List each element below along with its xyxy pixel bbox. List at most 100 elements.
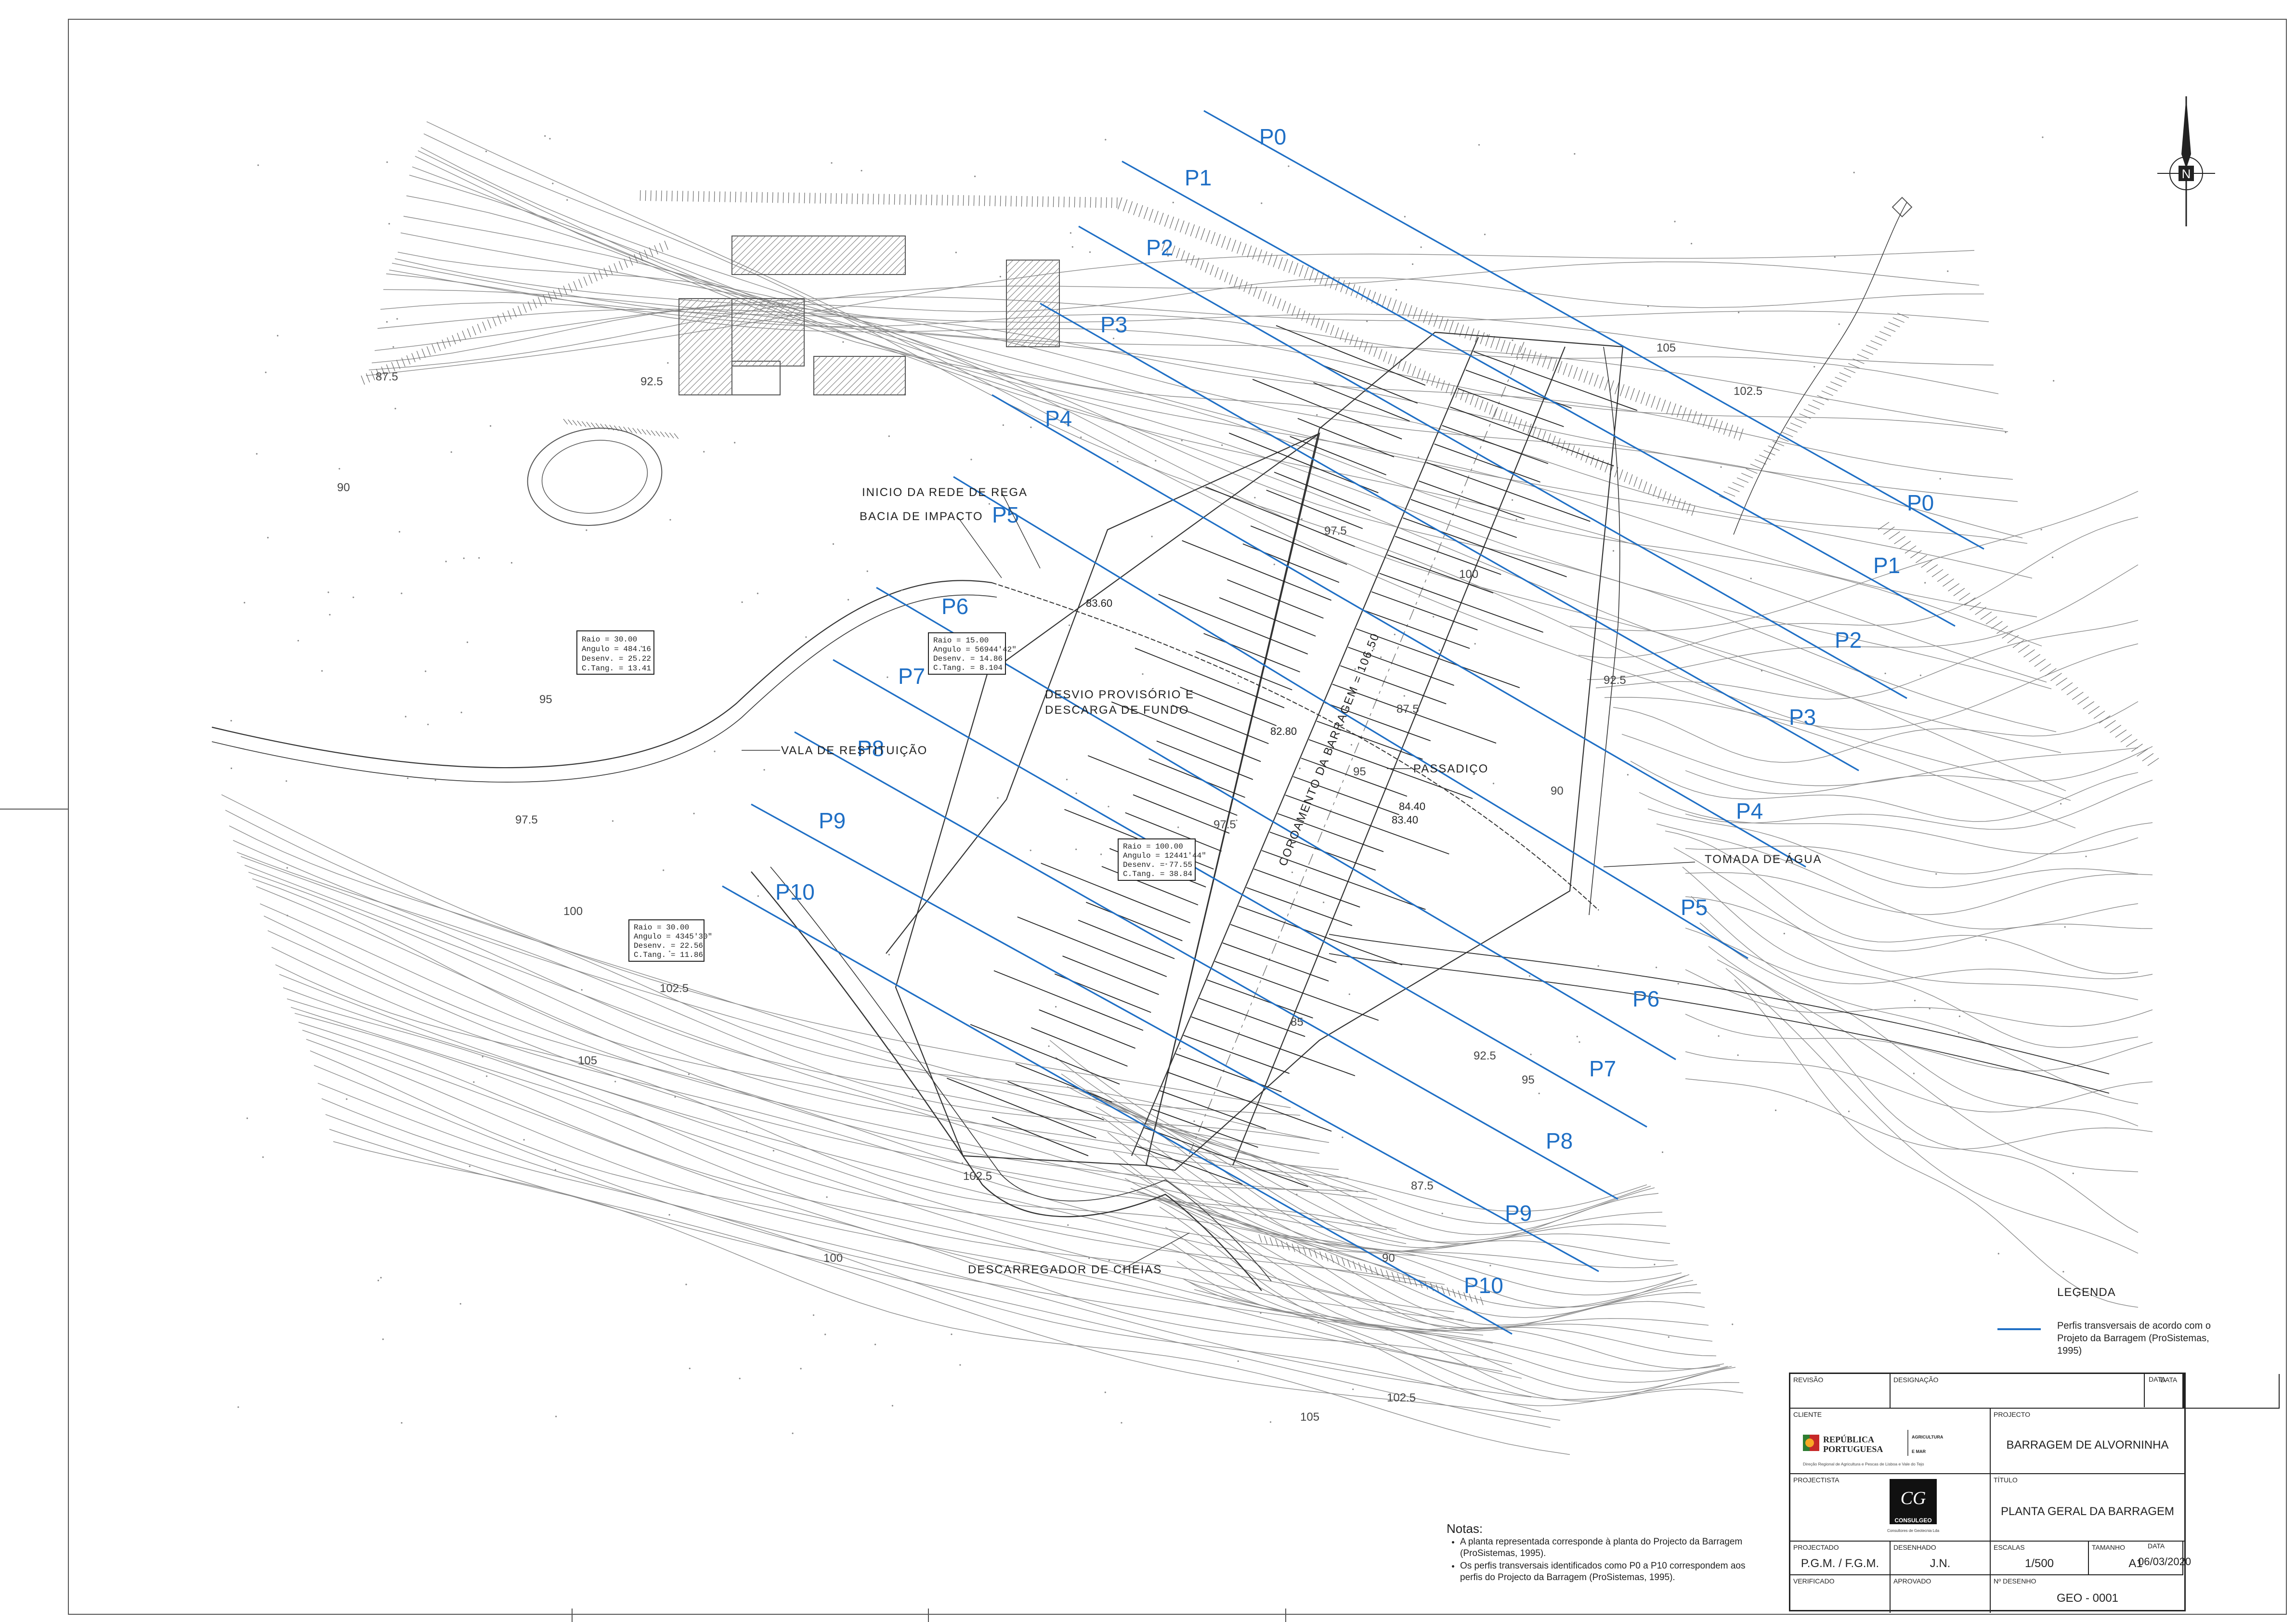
label-descarga-fundo: DESCARGA DE FUNDO xyxy=(1045,704,1189,717)
building-1 xyxy=(731,235,906,275)
north-label: N xyxy=(2182,167,2191,181)
svg-text:Raio = 30.00: Raio = 30.00 xyxy=(634,923,689,932)
tb-revisao-label: REVISÃO xyxy=(1793,1376,1824,1384)
contour-label: 102.5 xyxy=(660,982,689,995)
profile-line-p0 xyxy=(1203,110,1984,550)
building-hatch xyxy=(678,235,1060,395)
svg-text:C.Tang. = 38.84: C.Tang. = 38.84 xyxy=(1123,870,1192,878)
curve-table-1: Raio = 30.00 Angulo = 484.16 Desenv. = 2… xyxy=(576,630,654,675)
dam-outline xyxy=(1145,331,1624,1171)
tb-data-col: DATA xyxy=(2144,1373,2186,1407)
tb-desenhado: DESENHADO J.N. xyxy=(1891,1542,1991,1575)
svg-text:C.Tang. = 8.104: C.Tang. = 8.104 xyxy=(933,664,1003,672)
tb-titulo: TÍTULO PLANTA GERAL DA BARRAGEM xyxy=(1991,1474,2184,1542)
dam-body xyxy=(886,331,1624,1171)
svg-text:Desenv. = 25.22: Desenv. = 25.22 xyxy=(582,654,651,663)
spot-a: 83.60 xyxy=(1086,597,1112,609)
curve-table-3: Raio = 100.00 Angulo = 12441'44" Desenv.… xyxy=(1118,838,1206,881)
reservoir-ring xyxy=(527,428,663,526)
tb-tamanho-label: TAMANHO xyxy=(2092,1544,2125,1551)
note-item: Os perfis transversais identificados com… xyxy=(1460,1560,1755,1583)
contour-label: 90 xyxy=(1551,785,1564,798)
svg-text:Raio = 100.00: Raio = 100.00 xyxy=(1123,842,1183,851)
tb-data2-value: 06/03/2020 xyxy=(2138,1556,2192,1568)
profile-label-start-p0: P0 xyxy=(1259,124,1286,149)
profile-label-end-p5: P5 xyxy=(1681,895,1708,920)
service-road xyxy=(991,582,1599,911)
label-passadico: PASSADIÇO xyxy=(1413,762,1488,775)
tb-titulo-label: TÍTULO xyxy=(1994,1476,2018,1484)
profile-line-p2 xyxy=(1078,225,1907,699)
profile-label-end-p2: P2 xyxy=(1835,628,1862,653)
consulgeo-logo: CG CONSULGEO Consultores de Geotecnia Ld… xyxy=(1887,1479,1940,1533)
profile-line-p3 xyxy=(1040,302,1859,772)
profile-label-start-p8: P8 xyxy=(857,736,884,761)
tb-projectado-value: P.G.M. / F.G.M. xyxy=(1800,1557,1879,1570)
tb-projectista: PROJECTISTA CG CONSULGEO Consultores de … xyxy=(1790,1474,1991,1542)
contour-label: 87.5 xyxy=(376,370,398,383)
legend: LEGENDA Perfis transversais de acordo co… xyxy=(1997,1286,2224,1363)
svg-text:Raio = 15.00: Raio = 15.00 xyxy=(933,636,989,645)
profile-lines: P0P0P1P1P2P2P3P3P4P4P5P5P6P6P7P7P8P8P9P9… xyxy=(722,110,1984,1335)
notes: Notas: A planta representada corresponde… xyxy=(1447,1522,1755,1584)
spot-c: 83.40 xyxy=(1392,814,1418,826)
profile-label-end-p4: P4 xyxy=(1736,798,1763,824)
tb-projectado-label: PROJECTADO xyxy=(1793,1544,1839,1551)
tb-divider xyxy=(2182,1374,2184,1409)
tb-tamanho-value: A1 xyxy=(2128,1557,2143,1570)
contour-label: 87.5 xyxy=(1396,703,1419,716)
label-tomada-agua: TOMADA DE ÁGUA xyxy=(1705,853,1822,866)
svg-text:CG: CG xyxy=(1901,1488,1926,1508)
spot-b: 84.40 xyxy=(1399,800,1425,812)
contour-label: 85 xyxy=(1291,1016,1304,1029)
tb-projecto-label: PROJECTO xyxy=(1994,1411,2030,1418)
tb-desenhado-value: J.N. xyxy=(1930,1557,1951,1570)
profile-label-end-p8: P8 xyxy=(1546,1128,1573,1153)
contour-label: 102.5 xyxy=(1734,385,1762,398)
tb-data-label: DATA xyxy=(2160,1376,2178,1384)
profile-label-end-p6: P6 xyxy=(1632,986,1659,1011)
profile-line-p10 xyxy=(722,885,1513,1335)
profile-line-p9 xyxy=(751,803,1599,1272)
tb-tamanho: TAMANHO A1 xyxy=(2089,1542,2183,1575)
contour-label: 90 xyxy=(337,481,350,494)
contour-label: 97.5 xyxy=(515,813,538,826)
contour-label: 102.5 xyxy=(1387,1391,1416,1404)
tb-projectista-label: PROJECTISTA xyxy=(1793,1476,1839,1484)
title-block: REVISÃO DESIGNAÇÃO DATA CLIENTE REPÚBLIC… xyxy=(1789,1373,2280,1613)
svg-text:Consultores de Geotecnia Lda: Consultores de Geotecnia Lda xyxy=(1887,1529,1940,1533)
notes-list: A planta representada corresponde à plan… xyxy=(1447,1536,1755,1583)
contour-label: 87.5 xyxy=(1411,1179,1434,1192)
svg-text:Desenv. = 22.56: Desenv. = 22.56 xyxy=(634,942,703,950)
building-4 xyxy=(731,361,781,395)
svg-text:Angulo = 56944'42": Angulo = 56944'42" xyxy=(933,645,1017,654)
contour-label: 100 xyxy=(1459,568,1478,581)
contour-label: 105 xyxy=(578,1054,597,1067)
label-inicio-rede-rega: INICIO DA REDE DE REGA xyxy=(862,486,1028,499)
reservoir-ring-inner xyxy=(541,440,648,514)
svg-text:Direção Regional de Agricultur: Direção Regional de Agricultura e Pescas… xyxy=(1803,1462,1924,1466)
access-road-2 xyxy=(1329,953,2110,1094)
tb-cliente-label: CLIENTE xyxy=(1793,1411,1822,1418)
note-item: A planta representada corresponde à plan… xyxy=(1460,1536,1755,1559)
contour-label: 92.5 xyxy=(640,375,663,388)
tb-data-holder: DATA xyxy=(2160,1374,2186,1409)
tb-titulo-value: PLANTA GERAL DA BARRAGEM xyxy=(2000,1505,2175,1518)
svg-text:Raio = 30.00: Raio = 30.00 xyxy=(582,635,637,644)
contour-lines xyxy=(221,121,2153,1455)
svg-text:C.Tang. = 13.41: C.Tang. = 13.41 xyxy=(582,664,651,673)
svg-text:Angulo = 4345'30": Angulo = 4345'30" xyxy=(634,932,712,941)
svg-text:Angulo = 484.16: Angulo = 484.16 xyxy=(582,645,651,654)
contour-label: 95 xyxy=(1353,765,1366,778)
tb-revisao: REVISÃO xyxy=(1790,1374,1891,1409)
tb-escalas-value: 1/500 xyxy=(2024,1557,2054,1570)
svg-text:E MAR: E MAR xyxy=(1912,1449,1926,1454)
tb-n-desenho: Nº DESENHO GEO - 0001 xyxy=(1991,1575,2184,1613)
contour-label: 102.5 xyxy=(963,1170,992,1183)
profile-line-p5 xyxy=(953,476,1748,959)
contour-label: 100 xyxy=(823,1252,843,1265)
tb-projecto: PROJECTO BARRAGEM DE ALVORNINHA xyxy=(1991,1409,2184,1474)
legend-line-swatch xyxy=(1997,1328,2041,1330)
stream xyxy=(1589,346,1620,916)
republica-portuguesa-logo: REPÚBLICA PORTUGUESA AGRICULTURA E MAR D… xyxy=(1803,1426,1986,1472)
